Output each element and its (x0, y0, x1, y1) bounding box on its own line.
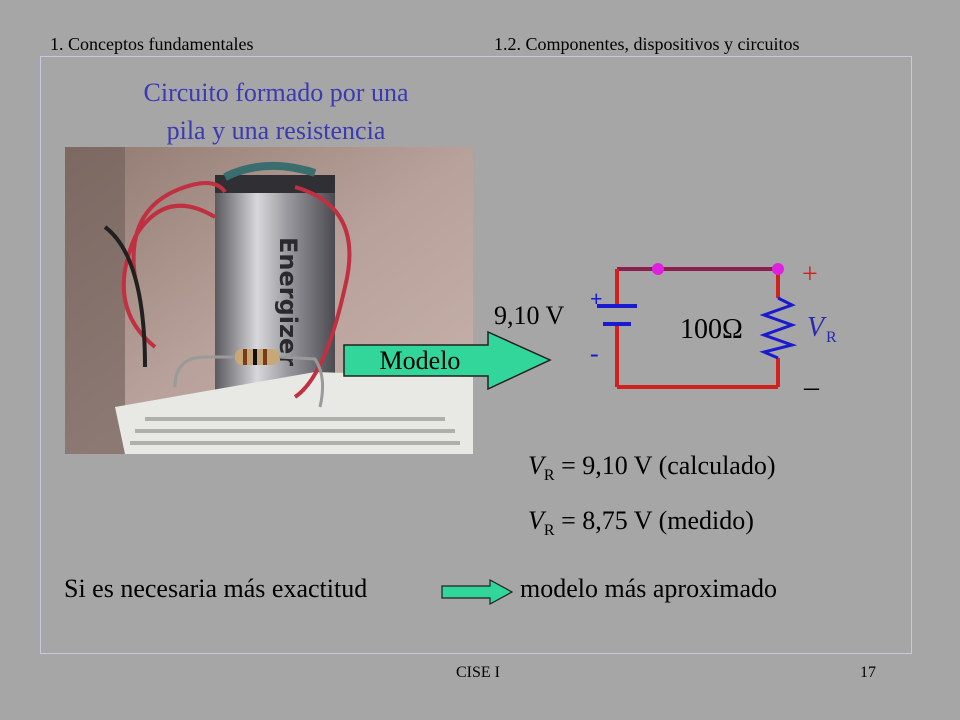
source-voltage-label: 9,10 V (494, 301, 565, 330)
content-frame (40, 56, 912, 654)
eq1-symbol: V (528, 451, 544, 480)
implies-arrow-icon (441, 578, 514, 606)
header-section: 1. Conceptos fundamentales (50, 34, 254, 54)
equation-calculated: VR = 9,10 V (calculado) (528, 451, 776, 485)
equation-measured: VR = 8,75 V (medido) (528, 506, 754, 540)
eq2-symbol: V (528, 506, 544, 535)
battery-resistor-photo: Energizer (65, 147, 473, 454)
header-subsection: 1.2. Componentes, dispositivos y circuit… (494, 34, 800, 54)
model-label: Modelo (380, 346, 461, 375)
vr-symbol: V (807, 312, 827, 343)
resistance-label: 100Ω (680, 314, 743, 345)
eq2-value: = 8,75 V (medido) (554, 506, 754, 535)
footer-page-number: 17 (860, 664, 876, 681)
vr-minus-sign: – (803, 370, 820, 403)
footer-course: CISE I (456, 664, 500, 681)
accuracy-condition: Si es necesaria más exactitud (64, 574, 368, 603)
vr-subscript: R (826, 329, 837, 346)
slide-title-line-2: pila y una resistencia (166, 116, 386, 145)
slide-title: Circuito formado por una pila y una resi… (96, 74, 456, 150)
vr-plus-sign: + (802, 259, 818, 290)
source-minus-sign: - (590, 339, 599, 368)
eq2-subscript: R (543, 522, 555, 540)
better-model-text: modelo más aproximado (520, 574, 778, 603)
eq1-value: = 9,10 V (calculado) (554, 451, 776, 480)
node-right (772, 263, 784, 275)
eq1-subscript: R (543, 467, 555, 485)
svg-text:Energizer: Energizer (274, 237, 302, 366)
source-plus-sign: + (590, 286, 603, 311)
slide-title-line-1: Circuito formado por una (143, 78, 409, 107)
model-arrow (343, 330, 552, 391)
resistor-symbol (759, 296, 798, 360)
node-left (652, 263, 664, 275)
